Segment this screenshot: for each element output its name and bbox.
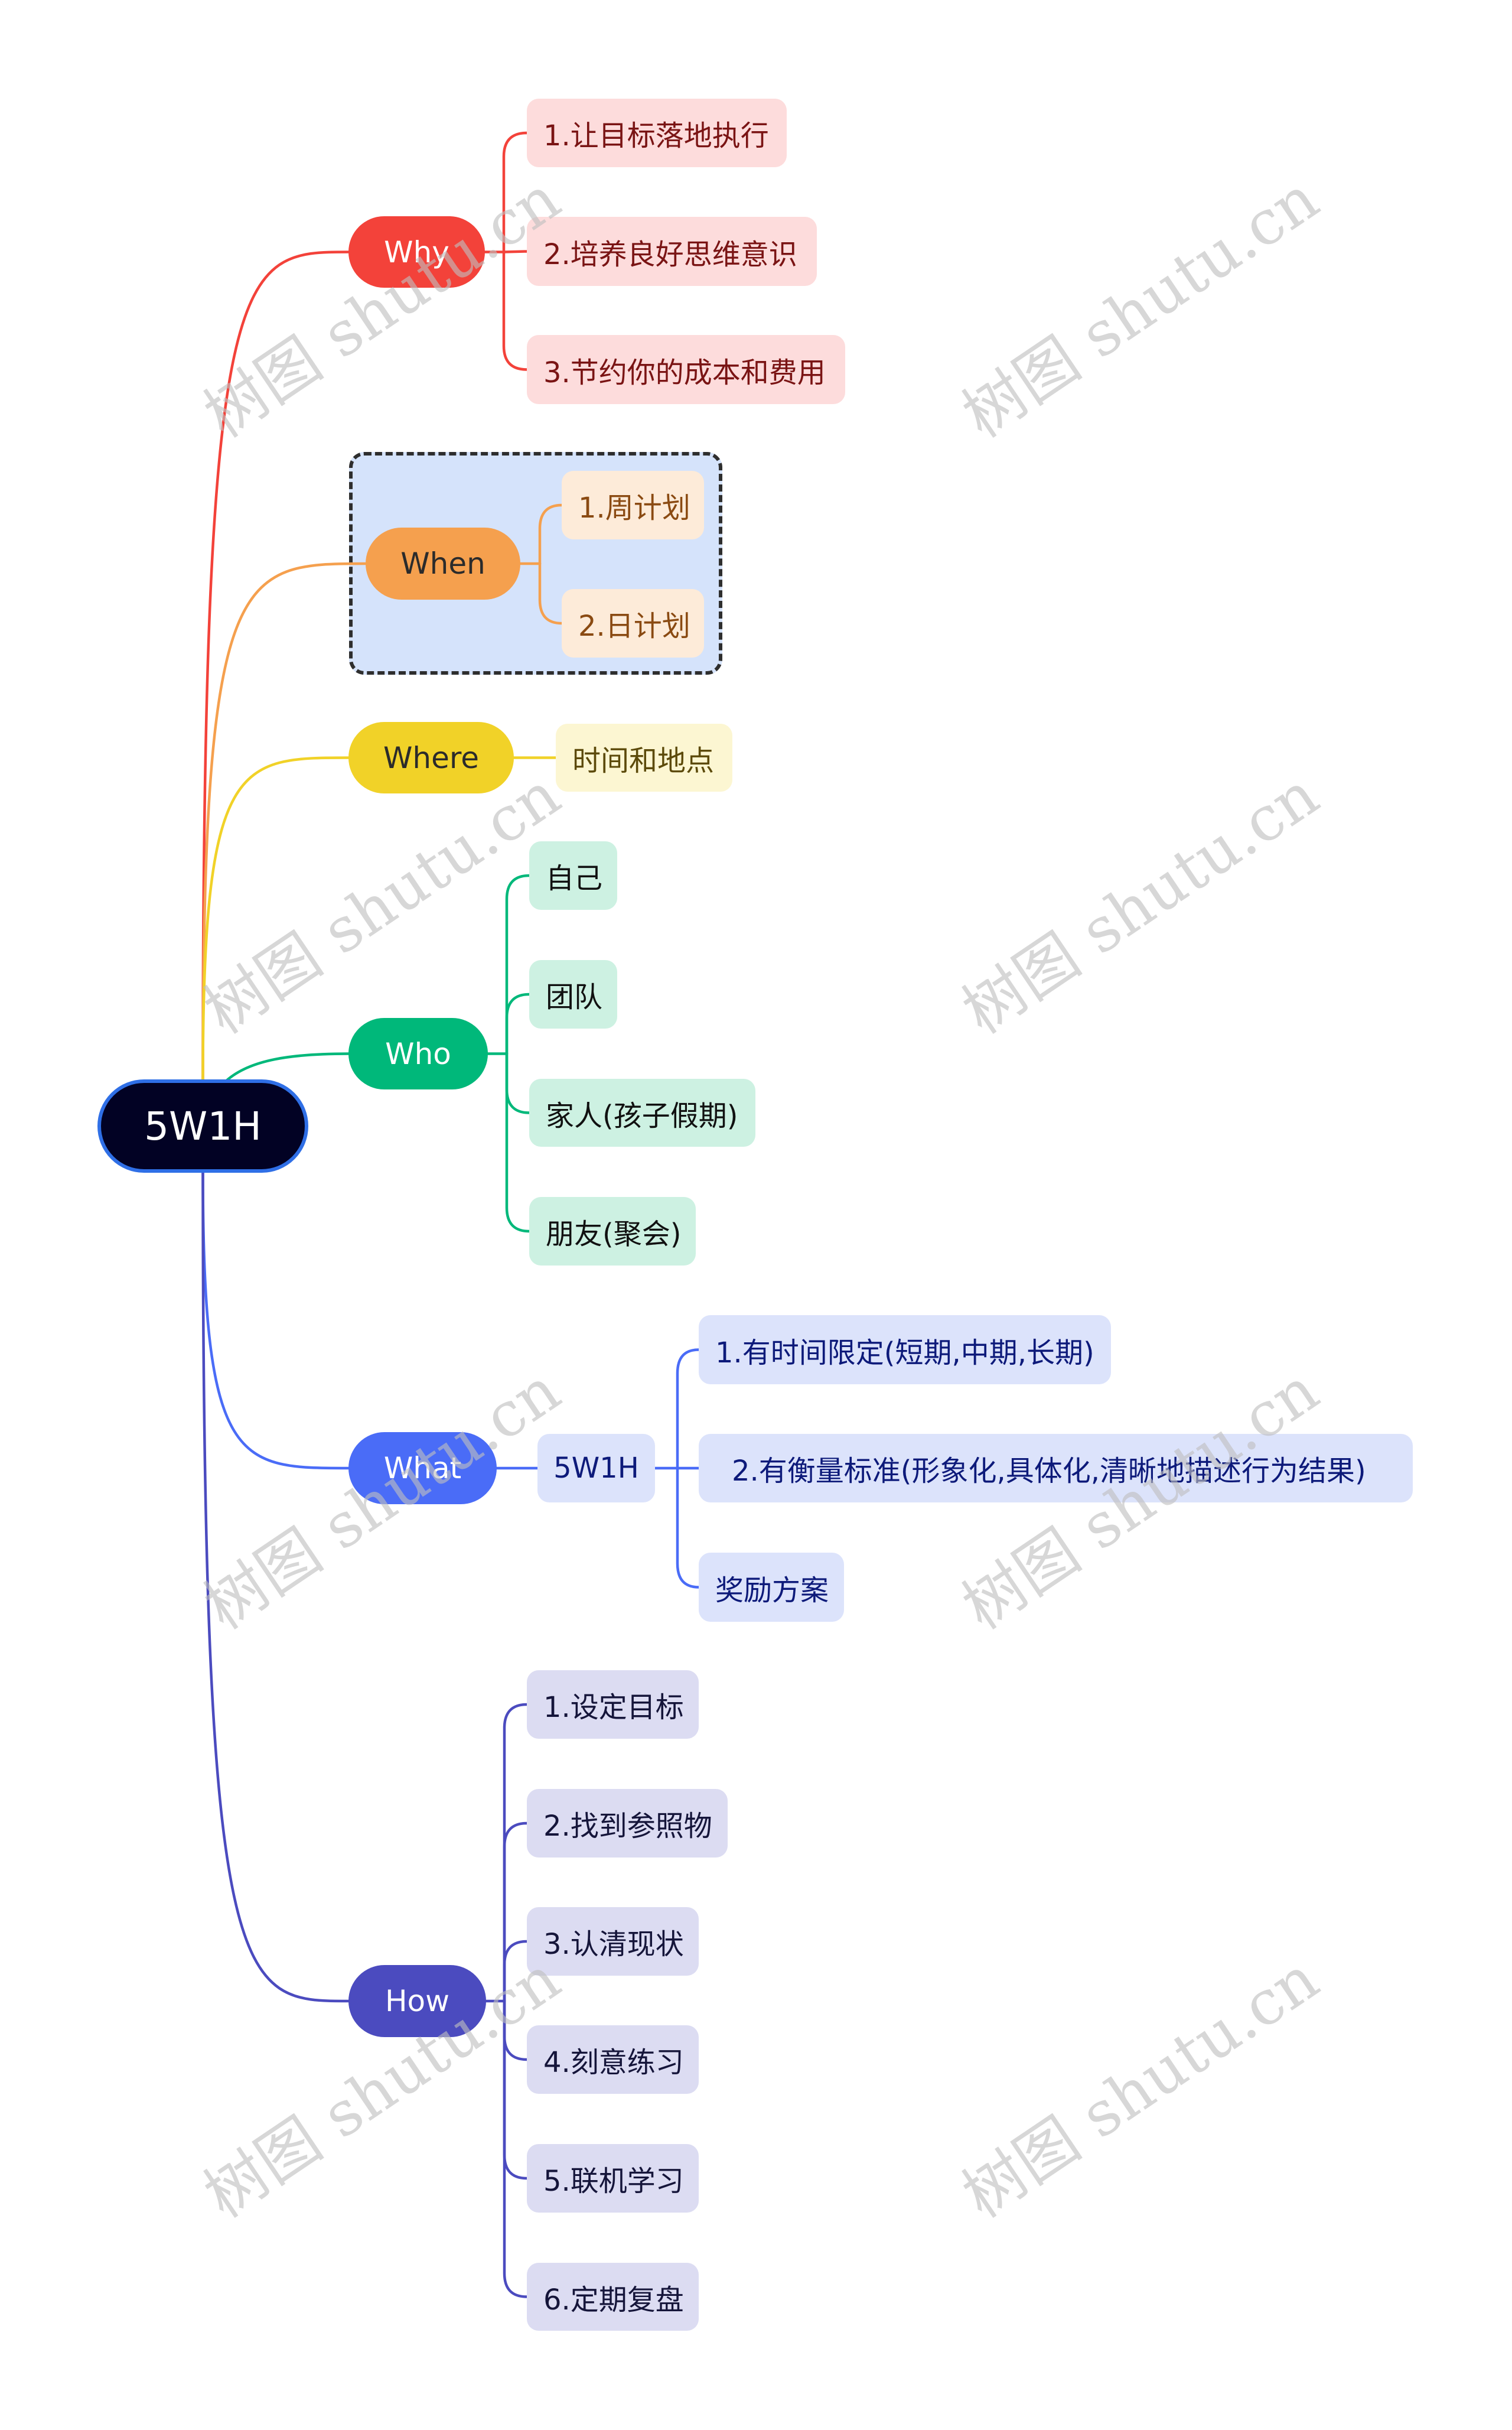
connector-when-children-0 [538,503,563,565]
subtopic-who-2[interactable]: 团队 [529,960,617,1029]
topic-where[interactable]: Where [348,722,514,793]
subtopic-how-3[interactable]: 3.认清现状 [527,1907,699,1976]
topic-who[interactable]: Who [348,1018,488,1089]
subtopic-how-5[interactable]: 5.联机学习 [527,2144,699,2213]
connector-how-children-5 [503,1999,529,2298]
connector-root-when [201,562,367,1081]
connector-why-children-2 [502,251,529,371]
subtopic-who-3[interactable]: 家人(孩子假期) [529,1079,755,1147]
connector-root-how [201,1171,350,2003]
root-topic[interactable]: 5W1H [97,1079,308,1173]
subtopic-what-1[interactable]: 1.有时间限定(短期,中期,长期) [699,1315,1111,1384]
connector-what-sub-children-0 [676,1348,700,1470]
subtopic-why-1[interactable]: 1.让目标落地执行 [527,99,787,167]
subtopic-why-2[interactable]: 2.培养良好思维意识 [527,217,817,286]
connector-root-what [201,1171,350,1470]
subtopic-when-2[interactable]: 2.日计划 [562,589,704,658]
connector-how-children-4 [503,1999,529,2180]
topic-what[interactable]: What [348,1432,497,1504]
topic-why[interactable]: Why [348,216,485,288]
connector-how-children-0 [503,1703,529,2003]
connector-who-children-2 [505,1052,531,1114]
connector-who-children-3 [505,1052,531,1233]
connector-when-children-1 [538,562,563,625]
subtopic-who-1[interactable]: 自己 [529,841,617,910]
connector-root-where [201,756,350,1081]
connector-how-children-3 [503,1999,529,2061]
topic-when[interactable]: When [366,528,520,600]
subtopic-why-3[interactable]: 3.节约你的成本和费用 [527,335,845,404]
subtopic-what-5w1h[interactable]: 5W1H [537,1434,655,1502]
subtopic-how-2[interactable]: 2.找到参照物 [527,1789,728,1858]
connector-why-children-0 [502,131,529,253]
connector-root-who [225,1052,350,1082]
connector-who-children-1 [505,993,531,1055]
connector-how-children-1 [503,1821,529,2003]
subtopic-how-6[interactable]: 6.定期复盘 [527,2263,699,2331]
subtopic-what-2[interactable]: 2.有衡量标准(形象化,具体化,清晰地描述行为结果) [699,1434,1413,1502]
subtopic-how-1[interactable]: 1.设定目标 [527,1670,699,1739]
connector-who-children-0 [505,874,531,1055]
connector-what-sub-children-2 [676,1466,700,1589]
subtopic-who-4[interactable]: 朋友(聚会) [529,1197,696,1266]
subtopic-where-1[interactable]: 时间和地点 [556,724,732,792]
subtopic-when-1[interactable]: 1.周计划 [562,471,704,539]
connector-root-why [201,251,350,1081]
subtopic-how-4[interactable]: 4.刻意练习 [527,2025,699,2094]
connector-how-children-2 [503,1940,529,2003]
subtopic-what-3[interactable]: 奖励方案 [699,1553,844,1622]
topic-how[interactable]: How [348,1965,486,2037]
